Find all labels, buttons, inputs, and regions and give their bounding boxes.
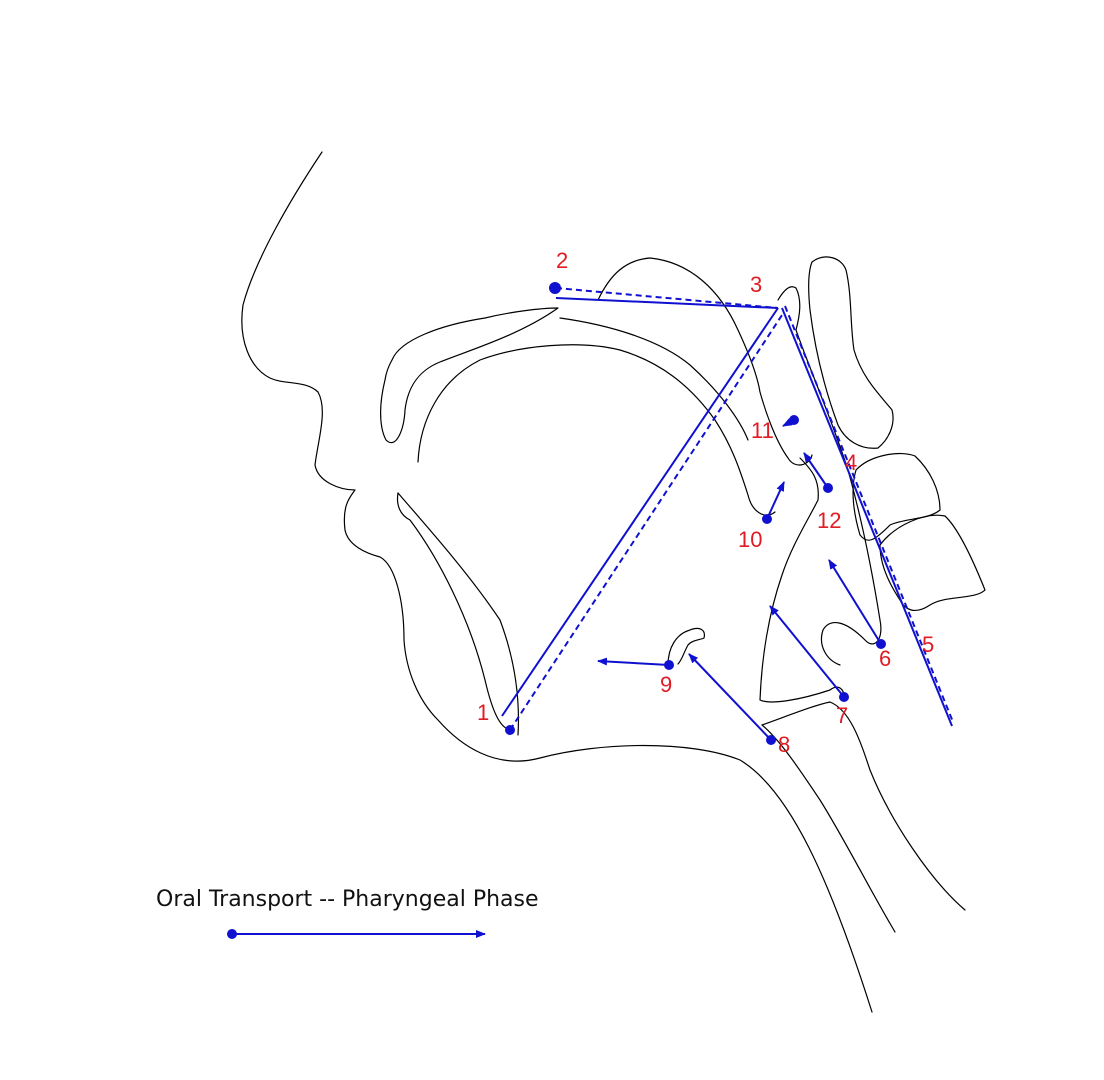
landmark-label-10: 10 [738,527,762,552]
landmark-label-9: 9 [660,672,672,697]
nasopharynx-outline [559,317,749,441]
vector-3-to-5-solid [781,307,953,727]
hyoid-outline [667,627,705,666]
landmark-label-5: 5 [922,632,934,657]
palate-outline [417,344,776,516]
vector-9 [597,657,670,666]
cervical-spine-c3 [879,514,986,612]
cervical-spine-c1 [808,256,894,449]
vector-10 [766,481,785,520]
movement-vectors [501,282,954,745]
cervical-spine-c2 [852,453,941,541]
landmark-label-11: 11 [751,418,774,443]
landmark-label-1: 1 [477,700,489,725]
tongue-base-outline [396,492,513,731]
landmark-label-2: 2 [556,248,568,273]
vector-3-to-5-dashed [784,305,954,723]
legend-label: Oral Transport -- Pharyngeal Phase [156,887,539,912]
vector-11 [782,418,795,427]
vector-12 [803,452,829,489]
vector-2-to-3-solid [555,297,779,309]
landmark-label-7: 7 [836,703,848,728]
landmark-dot-1 [505,725,515,735]
legend: Oral Transport -- Pharyngeal Phase [156,887,539,939]
pharyngeal-wall-outline [777,286,882,666]
landmark-label-12: 12 [817,508,841,533]
larynx-outline [761,701,966,911]
vector-7 [769,605,845,698]
tongue-outline [397,492,519,736]
face-profile [241,151,873,1013]
vector-2-to-3-dashed [555,287,779,309]
upper-lip-outline [380,307,559,444]
epiglottis-outline [759,457,845,703]
anatomy-outline [241,151,986,1013]
landmark-label-4: 4 [845,450,857,475]
vector-1-to-3-dashed [509,311,785,731]
landmark-dot-2 [549,282,561,294]
landmark-labels: 1 2 3 4 5 6 7 8 9 10 11 12 [477,248,934,757]
landmark-label-3: 3 [750,272,762,297]
landmark-label-8: 8 [778,732,790,757]
vector-8 [688,653,772,741]
esophagus-outline [761,724,896,933]
vector-6 [828,559,882,645]
landmark-label-6: 6 [879,646,891,671]
vector-1-to-3-solid [501,307,779,717]
